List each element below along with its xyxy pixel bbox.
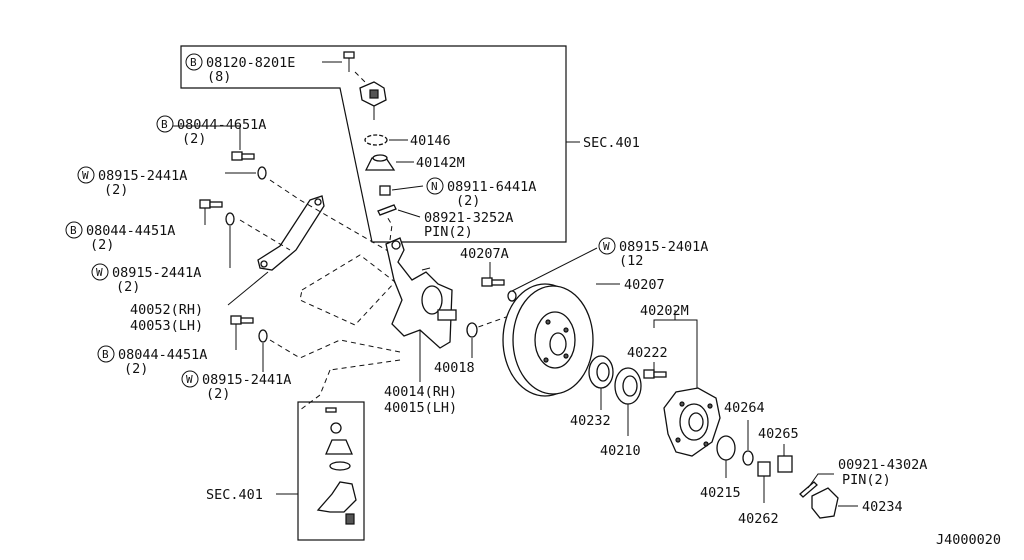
part-number-40265[interactable]: 40265 — [758, 426, 799, 442]
steering-arm-icon — [257, 195, 325, 271]
part-number-40207[interactable]: 40207 — [624, 277, 665, 293]
part-qty: (8) — [207, 69, 231, 85]
svg-text:W: W — [603, 240, 610, 253]
bolt-badge: B — [185, 53, 203, 71]
part-number-40210[interactable]: 40210 — [600, 443, 641, 459]
bolt-badge: B — [156, 115, 174, 133]
washer-badge: W — [77, 166, 95, 184]
washer-icon — [742, 450, 754, 466]
svg-text:N: N — [431, 180, 438, 193]
svg-text:W: W — [82, 169, 89, 182]
part-number-08915-2441a[interactable]: 08915-2441A — [98, 168, 187, 184]
svg-text:B: B — [70, 224, 77, 237]
washer-badge: W — [598, 237, 616, 255]
part-number-08911-6441a[interactable]: 08911-6441A — [447, 179, 536, 195]
part-number-40146[interactable]: 40146 — [410, 133, 451, 149]
steering-knuckle-icon — [385, 237, 457, 349]
part-number-08044-4451a[interactable]: 08044-4451A — [118, 347, 207, 363]
part-number-40215[interactable]: 40215 — [700, 485, 741, 501]
part-number-00921-4302a[interactable]: 00921-4302A — [838, 457, 927, 473]
lower-ball-joint-icon — [316, 407, 357, 525]
part-qty: PIN(2) — [842, 472, 891, 488]
part-number-08921-3252a[interactable]: 08921-3252A — [424, 210, 513, 226]
part-qty: (2) — [90, 237, 114, 253]
part-number-40234[interactable]: 40234 — [862, 499, 903, 515]
part-number-40015-lh[interactable]: 40015(LH) — [384, 400, 457, 416]
part-number-40018[interactable]: 40018 — [434, 360, 475, 376]
bolt-badge: B — [65, 221, 83, 239]
svg-text:W: W — [186, 373, 193, 386]
wheel-hub-icon — [663, 387, 721, 457]
part-number-40232[interactable]: 40232 — [570, 413, 611, 429]
hub-bolt-icon — [481, 277, 505, 287]
cotter-pin-upper-icon — [377, 204, 397, 216]
part-qty: (2) — [116, 279, 140, 295]
bolt-icon — [231, 151, 255, 161]
oil-seal-icon — [588, 355, 614, 389]
upper-ball-joint-icon — [343, 51, 387, 120]
washer-badge: W — [181, 370, 199, 388]
washer-icon — [466, 322, 478, 338]
washer-badge: W — [91, 263, 109, 281]
wheel-bearing-icon — [614, 367, 642, 405]
part-number-08044-4651a[interactable]: 08044-4651A — [177, 117, 266, 133]
part-number-40053-lh[interactable]: 40053(LH) — [130, 318, 203, 334]
part-qty: (12 — [619, 253, 643, 269]
part-number-08044-4451a[interactable]: 08044-4451A — [86, 223, 175, 239]
svg-text:W: W — [96, 266, 103, 279]
part-qty: PIN(2) — [424, 224, 473, 240]
part-number-08915-2401a[interactable]: 08915-2401A — [619, 239, 708, 255]
part-number-40262[interactable]: 40262 — [738, 511, 779, 527]
nut-badge: N — [426, 177, 444, 195]
brake-disc-icon — [502, 283, 594, 397]
lock-cap-icon — [777, 455, 793, 473]
part-qty: (2) — [456, 193, 480, 209]
bolt-badge: B — [97, 345, 115, 363]
part-number-40014-rh[interactable]: 40014(RH) — [384, 384, 457, 400]
part-number-40264[interactable]: 40264 — [724, 400, 765, 416]
washer-icon — [225, 212, 235, 226]
section-reference-sec401[interactable]: SEC.401 — [583, 135, 640, 151]
washer-icon — [716, 435, 736, 461]
part-qty: (2) — [182, 131, 206, 147]
svg-text:B: B — [190, 56, 197, 69]
part-number-08915-2441a[interactable]: 08915-2441A — [112, 265, 201, 281]
castle-nut-icon — [379, 185, 391, 196]
part-number-08915-2441a[interactable]: 08915-2441A — [202, 372, 291, 388]
washer-icon — [258, 329, 268, 343]
part-number-40052-rh[interactable]: 40052(RH) — [130, 302, 203, 318]
part-number-40142m[interactable]: 40142M — [416, 155, 465, 171]
hub-stud-icon — [643, 369, 667, 379]
hub-nut-icon — [757, 461, 771, 477]
part-number-40222[interactable]: 40222 — [627, 345, 668, 361]
part-qty: (2) — [206, 386, 230, 402]
grease-cap-icon — [811, 487, 839, 519]
washer-icon — [507, 290, 517, 302]
sec401-lower-frame — [297, 401, 365, 541]
bolt-icon — [230, 315, 254, 325]
part-number-40207a[interactable]: 40207A — [460, 246, 509, 262]
boot-icon — [364, 154, 396, 171]
diagram-id: J4000020 — [936, 532, 1001, 548]
section-reference-sec401[interactable]: SEC.401 — [206, 487, 263, 503]
svg-text:B: B — [102, 348, 109, 361]
svg-text:B: B — [161, 118, 168, 131]
snap-ring-icon — [364, 134, 388, 146]
bolt-icon — [199, 199, 223, 209]
part-number-08120-8201e[interactable]: 08120-8201E — [206, 55, 295, 71]
part-qty: (2) — [104, 182, 128, 198]
part-qty: (2) — [124, 361, 148, 377]
washer-icon — [257, 166, 267, 180]
part-number-40202m[interactable]: 40202M — [640, 303, 689, 319]
